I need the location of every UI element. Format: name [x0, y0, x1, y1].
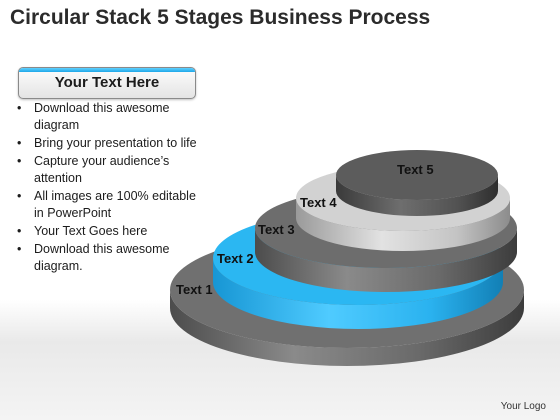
bullet-item: • Download this awesome diagram.: [14, 241, 204, 275]
bullet-text: Bring your presentation to life: [34, 136, 197, 150]
bullet-list: • Download this awesome diagram • Bring yo…: [14, 100, 204, 276]
page-title: Circular Stack 5 Stages Business Process: [10, 6, 431, 29]
bullet-text: Capture your audience’s attention: [34, 154, 170, 185]
bullet-item: • Capture your audience’s attention: [14, 153, 204, 187]
stage-4-label: Text 4: [300, 195, 337, 210]
stage-1-label: Text 1: [176, 282, 213, 297]
bullet-icon: •: [17, 242, 22, 256]
bullet-text: All images are 100% editable in PowerPoi…: [34, 189, 196, 220]
bullet-icon: •: [17, 136, 22, 150]
bullet-item: • Bring your presentation to life: [14, 135, 204, 152]
stage-3-label: Text 3: [258, 222, 295, 237]
bullet-text: Download this awesome diagram: [34, 101, 170, 132]
stage-1-side: [170, 290, 524, 366]
stage-5-label: Text 5: [397, 162, 434, 177]
text-header-box: Your Text Here: [18, 67, 196, 99]
bullet-text: Download this awesome diagram.: [34, 242, 170, 273]
bullet-item: • Your Text Goes here: [14, 223, 204, 240]
logo-text: Your Logo: [500, 401, 546, 412]
stage-2-side: [213, 258, 503, 329]
stage-5-top: [336, 150, 498, 200]
bullet-icon: •: [17, 224, 22, 238]
bullet-icon: •: [17, 101, 22, 115]
bullet-item: • All images are 100% editable in PowerPo…: [14, 188, 204, 222]
header-accent-bar: [19, 68, 195, 72]
bullet-icon: •: [17, 189, 22, 203]
bullet-item: • Download this awesome diagram: [14, 100, 204, 134]
stage-2-label: Text 2: [217, 251, 254, 266]
bullet-text: Your Text Goes here: [34, 224, 148, 238]
bullet-icon: •: [17, 154, 22, 168]
stage-5-disc: [336, 150, 498, 216]
text-header-label: Your Text Here: [54, 74, 160, 91]
stage-5-side: [336, 175, 498, 216]
stage-3-side: [255, 228, 517, 292]
stage-4-side: [296, 198, 510, 251]
